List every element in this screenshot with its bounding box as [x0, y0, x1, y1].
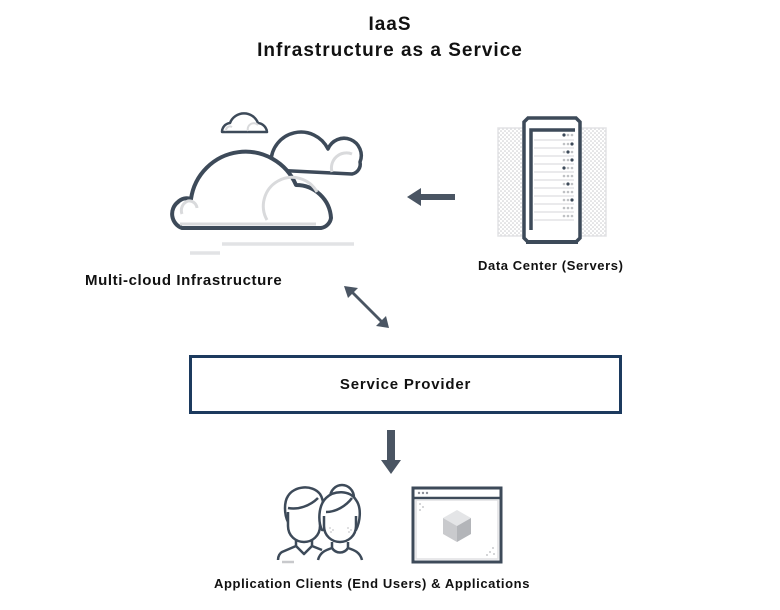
diagram-title-line1: IaaS — [368, 14, 412, 35]
arrow-datacenter-to-cloud — [407, 188, 455, 206]
large-cloud — [170, 149, 333, 230]
cube-icon — [443, 510, 471, 542]
arrow-cloud-provider-bidirectional — [344, 286, 389, 328]
service-provider-box: Service Provider — [189, 355, 622, 414]
datacenter-label: Data Center (Servers) — [478, 258, 624, 273]
clients-label: Application Clients (End Users) & Applic… — [214, 576, 531, 591]
clouds-icon — [170, 112, 364, 255]
arrow-provider-to-clients — [381, 430, 401, 474]
cloud-label: Multi-cloud Infrastructure — [85, 272, 283, 289]
small-cloud — [220, 112, 269, 134]
medium-cloud — [269, 130, 364, 176]
server-rack-icon — [497, 116, 607, 244]
users-icon — [276, 483, 364, 564]
service-provider-label: Service Provider — [339, 376, 472, 393]
diagram-title-line2: Infrastructure as a Service — [257, 40, 523, 61]
application-window-icon — [411, 486, 503, 564]
